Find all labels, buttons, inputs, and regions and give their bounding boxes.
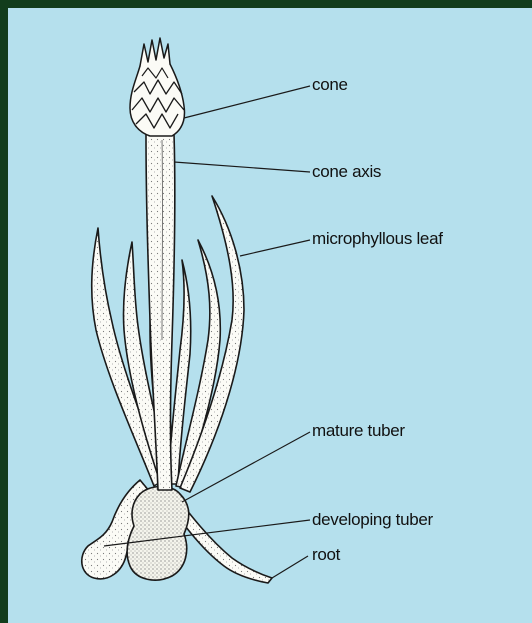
mature-tuber-label: mature tuber [312,421,405,441]
cone-axis-label: cone axis [312,162,381,182]
root-leader [272,556,308,578]
microphyllous-leaf-leader [240,240,310,256]
cone-label: cone [312,75,348,95]
developing-tuber-label: developing tuber [312,510,433,530]
root-label: root [312,545,340,565]
cone-leader [184,86,310,118]
microphyllous-leaf-label: microphyllous leaf [312,229,443,249]
cone-axis-leader [174,162,310,172]
cone-body [130,58,185,136]
mature-tuber [127,487,189,581]
cone-tips [140,38,170,66]
cone [130,38,185,136]
